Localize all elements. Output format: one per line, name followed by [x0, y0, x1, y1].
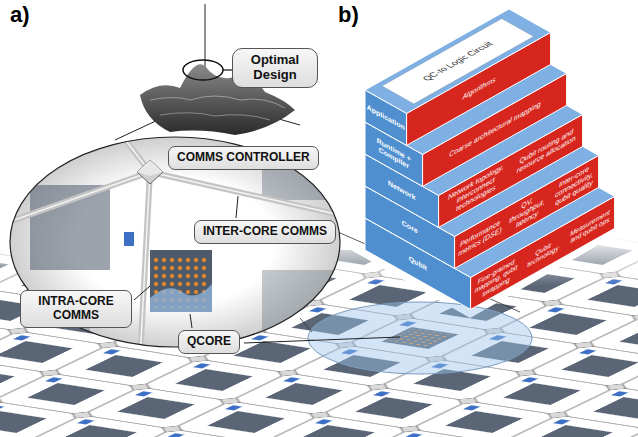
- callout-text: QCORE: [187, 335, 231, 349]
- magnifier-rim: [10, 137, 340, 347]
- callout-text: COMMS CONTROLLER: [177, 151, 310, 165]
- circuit-panel: [382, 18, 534, 104]
- callout-box: Optimal Design: [232, 48, 318, 88]
- leader-lines: [134, 196, 400, 343]
- callout-box: QCORE: [178, 330, 240, 354]
- leader-line: [223, 69, 232, 70]
- callout-box: INTER-CORE COMMS: [194, 220, 336, 244]
- magnified-view: [0, 120, 352, 365]
- panel-label: a): [10, 2, 30, 28]
- layer-name: Core: [402, 219, 418, 236]
- comms-controller-symbol: [137, 160, 163, 184]
- layer-stack: [365, 9, 615, 309]
- callout-box: COMMS CONTROLLER: [168, 146, 319, 170]
- magnifier-link: [300, 318, 312, 332]
- surface-shading: [160, 113, 270, 120]
- callout-text: Optimal Design: [241, 53, 309, 83]
- callout-box: INTRA-CORE COMMS: [20, 290, 132, 328]
- highlight-ellipse: [308, 302, 532, 374]
- inter-core-links: [0, 120, 340, 360]
- panel-label: b): [338, 2, 359, 28]
- layer-name: Network: [388, 179, 416, 202]
- comms-controller-symbol: [137, 160, 163, 176]
- link-block: [124, 232, 134, 246]
- layer-name: Qubit: [409, 255, 427, 273]
- callout-text: INTER-CORE COMMS: [203, 225, 327, 239]
- surface-shading: [150, 96, 285, 108]
- optimum-marker: [183, 60, 223, 80]
- qubit-chip: [150, 250, 212, 312]
- callout-text: INTRA-CORE COMMS: [29, 295, 123, 323]
- intra-core-wave: [150, 284, 212, 312]
